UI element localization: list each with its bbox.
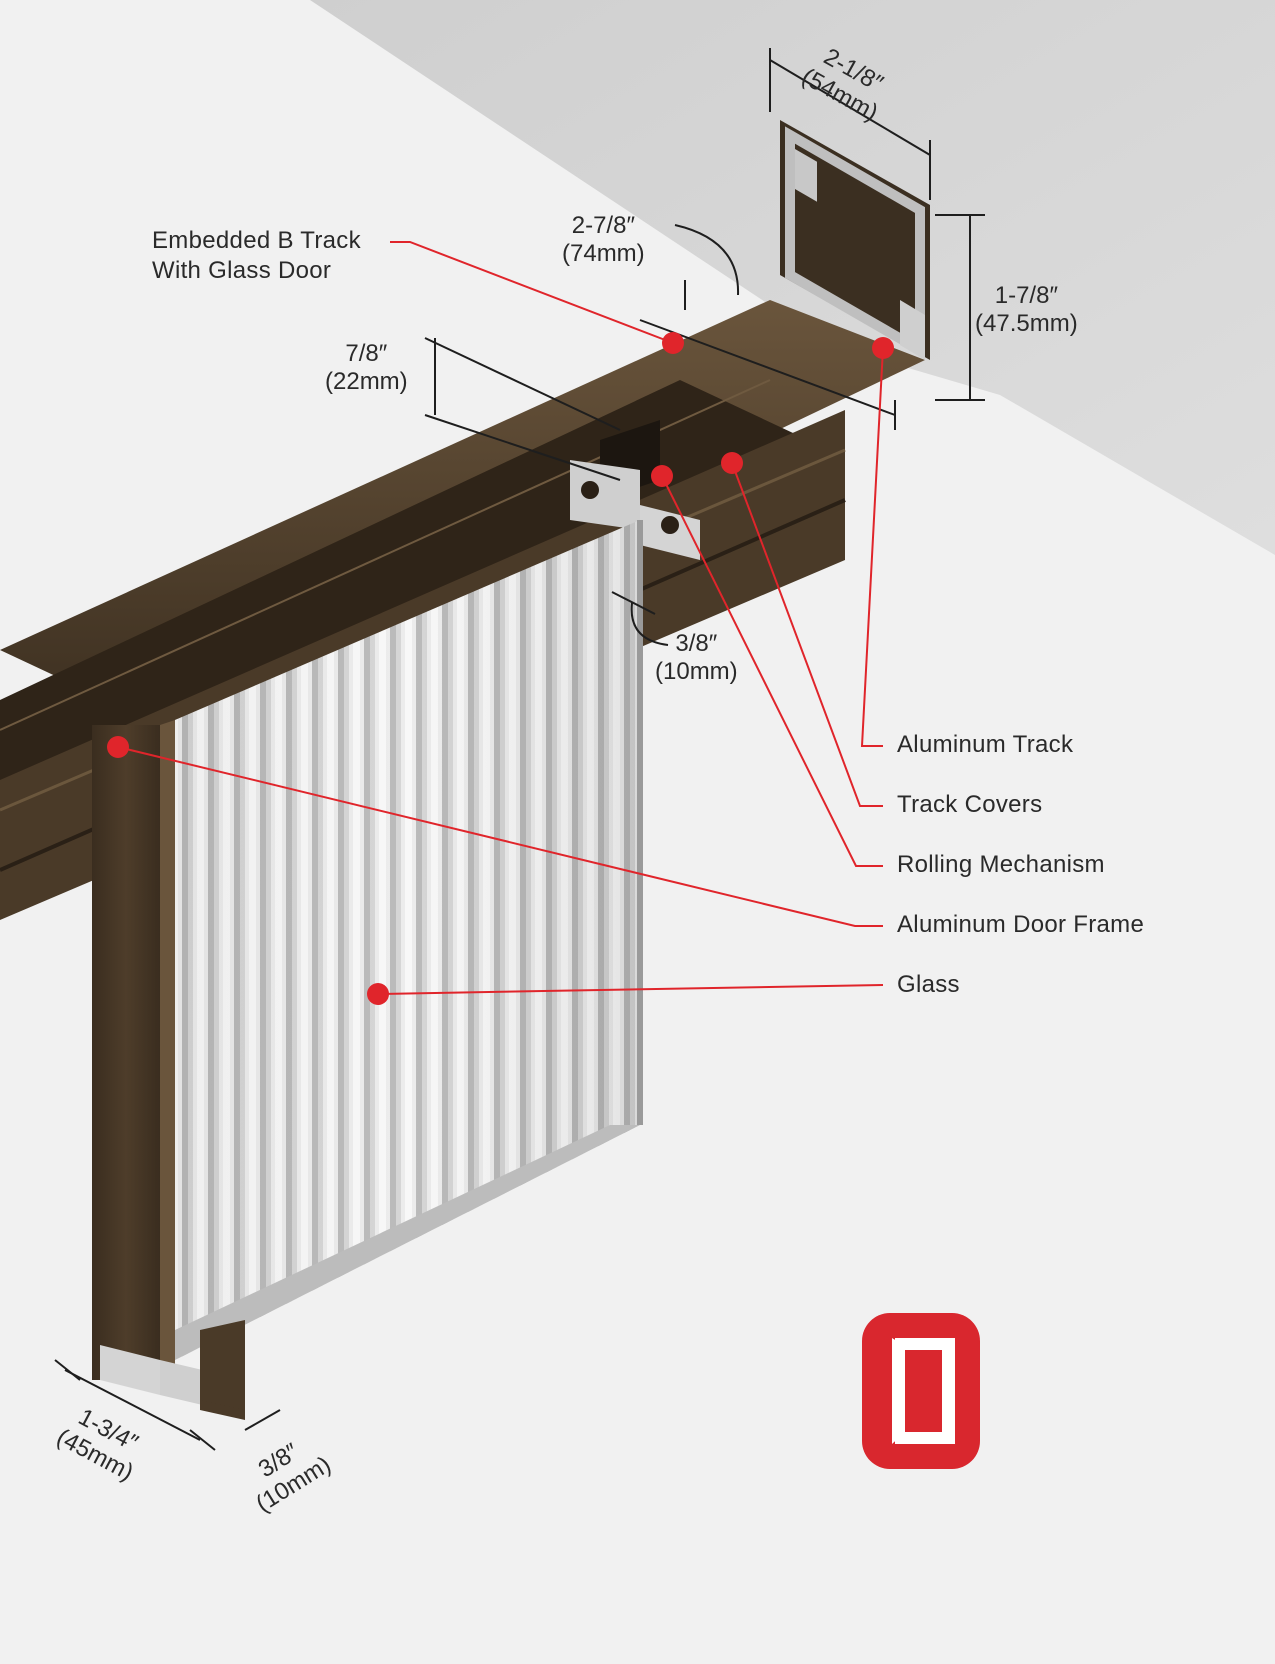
- dot-door-frame: [107, 736, 129, 758]
- dot-glass: [367, 983, 389, 1005]
- label-rolling-mechanism: Rolling Mechanism: [897, 851, 1105, 878]
- dot-rolling-mechanism: [651, 465, 673, 487]
- door-logo-icon: [862, 1313, 980, 1469]
- dim-right-height: 1-7/8″ (47.5mm): [975, 282, 1078, 337]
- aluminum-track-profile: [780, 120, 930, 360]
- callout-dots: [107, 332, 894, 1005]
- label-aluminum-track: Aluminum Track: [897, 731, 1074, 758]
- dim-track-depth: 2-7/8″ (74mm): [562, 212, 645, 267]
- dimension-lines: [54, 48, 985, 1451]
- label-embedded-track: Embedded B Track With Glass Door: [152, 227, 361, 284]
- door-frame-stile: [92, 725, 160, 1380]
- dot-embedded-track: [662, 332, 684, 354]
- dot-track-covers: [721, 452, 743, 474]
- label-glass: Glass: [897, 971, 960, 998]
- label-aluminum-door-frame: Aluminum Door Frame: [897, 911, 1145, 938]
- dot-aluminum-track: [872, 337, 894, 359]
- dim-glass-thickness: 3/8″ (10mm): [655, 630, 738, 685]
- dim-cover-height: 7/8″ (22mm): [325, 340, 408, 395]
- callout-leaders: [117, 241, 884, 995]
- label-track-covers: Track Covers: [897, 791, 1043, 818]
